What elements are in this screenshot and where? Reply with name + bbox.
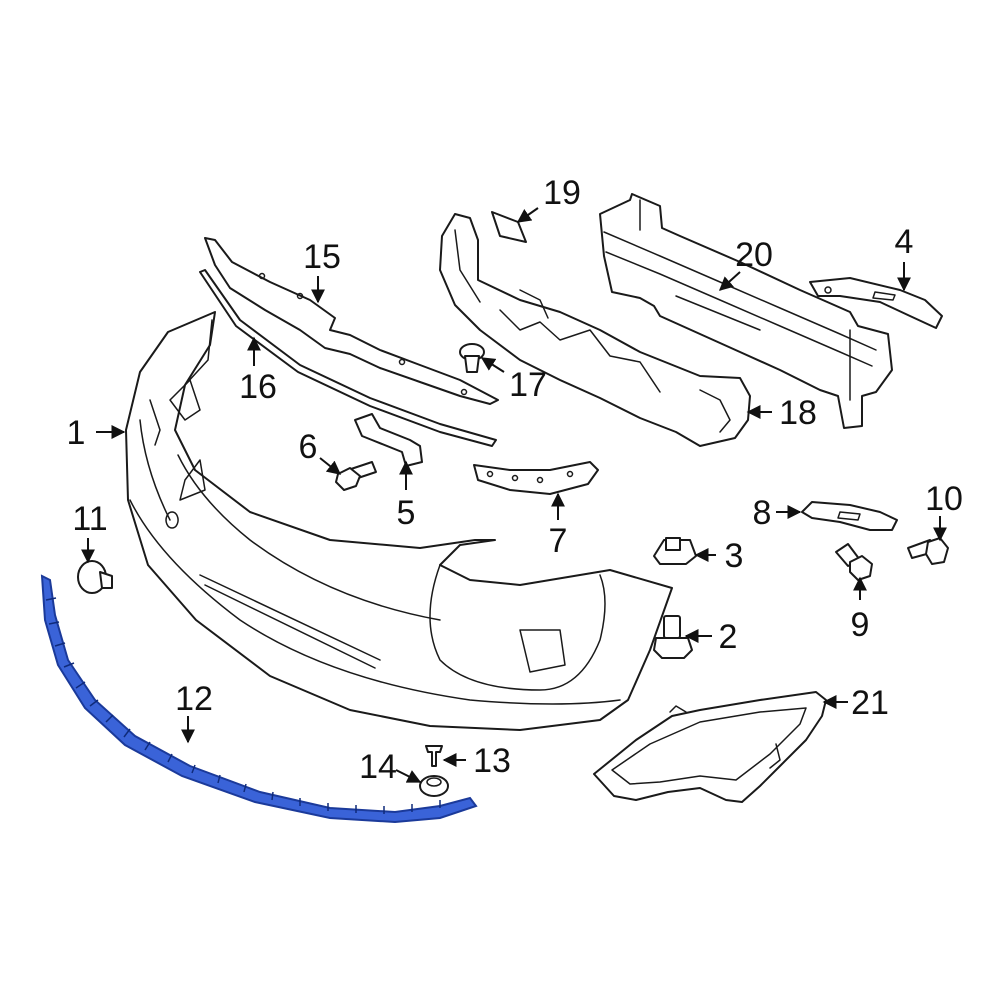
callout-label: 15 [303, 238, 341, 276]
callout-11: 11 [72, 500, 108, 564]
lower-trim-strip-part-12 [40, 574, 478, 824]
bolt-part-6 [335, 461, 377, 491]
clip-nut-part-3 [653, 537, 697, 565]
callout-label: 20 [735, 236, 773, 274]
callout-15: 15 [303, 238, 341, 304]
bracket-part-7 [473, 461, 599, 495]
callout-16: 16 [239, 336, 277, 406]
callout-1: 1 [67, 414, 126, 452]
leader-line [395, 769, 422, 783]
callout-label: 13 [473, 742, 511, 780]
leader-line [516, 207, 539, 223]
callout-21: 21 [822, 684, 889, 722]
bolt-part-10 [907, 537, 949, 565]
callout-4: 4 [895, 223, 914, 292]
callout-19: 19 [516, 174, 581, 223]
callout-label: 17 [509, 366, 547, 404]
callout-5: 5 [397, 460, 416, 532]
callout-label: 4 [895, 223, 914, 261]
bracket-part-8 [801, 501, 898, 531]
callout-label: 3 [725, 537, 744, 575]
callout-label: 10 [925, 480, 963, 518]
callout-13: 13 [442, 742, 511, 780]
grommet-part-14 [419, 775, 449, 797]
callout-label: 21 [851, 684, 889, 722]
seal-strip-part-16 [199, 269, 497, 447]
callout-20: 20 [718, 236, 773, 291]
callout-18: 18 [746, 394, 817, 432]
callout-label: 9 [851, 606, 870, 644]
energy-absorber-part-18 [439, 213, 751, 447]
impact-beam-part-20 [599, 193, 893, 429]
leader-line [319, 457, 342, 475]
bolt-part-9 [835, 543, 873, 581]
callout-label: 14 [359, 748, 397, 786]
callout-label: 18 [779, 394, 817, 432]
callout-label: 7 [549, 522, 568, 560]
callout-label: 12 [175, 680, 213, 718]
fog-lamp-bezel-part-21 [593, 691, 827, 803]
callout-12: 12 [175, 680, 213, 744]
callout-14: 14 [359, 748, 422, 786]
callout-8: 8 [753, 494, 802, 532]
bumper-cover [125, 311, 673, 731]
callout-9: 9 [851, 576, 870, 644]
leader-line [480, 357, 505, 373]
push-clip-part-17 [459, 343, 485, 373]
bolt-part-2 [653, 615, 693, 659]
callout-label: 2 [719, 618, 738, 656]
callout-label: 19 [543, 174, 581, 212]
callout-label: 5 [397, 494, 416, 532]
callout-3: 3 [694, 537, 744, 575]
callout-label: 6 [299, 428, 318, 466]
callout-10: 10 [925, 480, 963, 542]
callout-6: 6 [299, 428, 342, 475]
label-part-19 [491, 211, 527, 243]
callout-label: 16 [239, 368, 277, 406]
callout-2: 2 [684, 618, 738, 656]
callout-label: 8 [753, 494, 772, 532]
callout-7: 7 [549, 492, 568, 560]
bracket-part-5 [354, 413, 423, 467]
callout-label: 1 [67, 414, 86, 452]
bracket-part-4 [809, 277, 943, 329]
clip-part-13 [425, 745, 443, 767]
upper-support-part-15 [204, 237, 499, 405]
push-clip-part-11 [77, 560, 113, 594]
leader-line [718, 271, 741, 291]
callout-17: 17 [480, 357, 547, 404]
callout-label: 11 [72, 500, 107, 538]
